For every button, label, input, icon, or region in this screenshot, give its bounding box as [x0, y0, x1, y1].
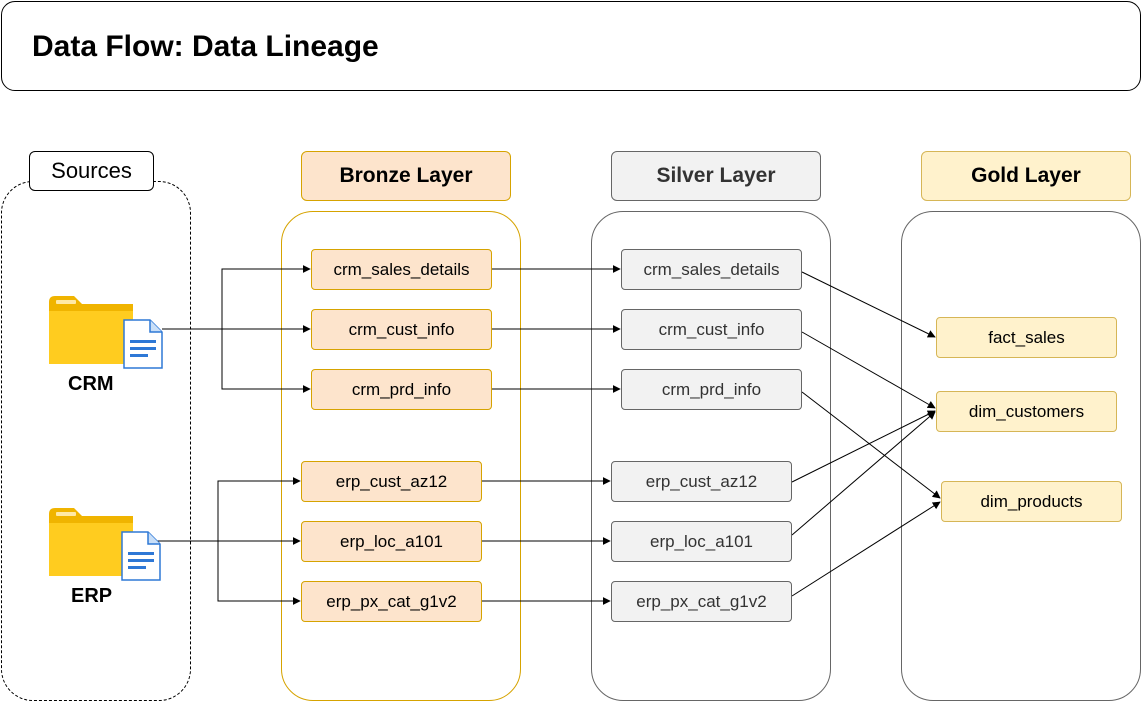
edge-erp-to-erp-px-cat-g1v2 [217, 541, 301, 605]
silver-node-crm-sales-details[interactable]: crm_sales_details [621, 249, 802, 290]
diagram-title: Data Flow: Data Lineage [32, 30, 379, 63]
edge-crm-to-crm-prd-info [221, 329, 311, 393]
silver-node-crm-prd-info[interactable]: crm_prd_info [621, 369, 802, 410]
erp-source-label: ERP [71, 585, 113, 607]
gold-layer-header: Gold Layer [921, 151, 1131, 201]
bronze-node-crm-cust-info[interactable]: crm_cust_info [311, 309, 492, 350]
edge-crm-to-crm-sales-details [221, 265, 311, 329]
gold-node-dim-customers[interactable]: dim_customers [936, 391, 1117, 432]
crm-source-label: CRM [68, 373, 114, 395]
silver-layer-header: Silver Layer [611, 151, 821, 201]
bronze-node-crm-sales-details[interactable]: crm_sales_details [311, 249, 492, 290]
bronze-node-erp-px-cat-g1v2[interactable]: erp_px_cat_g1v2 [301, 581, 482, 622]
bronze-node-erp-cust-az12[interactable]: erp_cust_az12 [301, 461, 482, 502]
crm-folder-document-icon [49, 296, 163, 369]
bronze-node-erp-loc-a101[interactable]: erp_loc_a101 [301, 521, 482, 562]
edge-silver-gold-loc-a101-dim-customers [791, 411, 936, 536]
bronze-layer-header: Bronze Layer [301, 151, 511, 201]
edge-silver-gold-sales-details-fact-sales [801, 271, 936, 338]
edge-erp-to-erp-cust-az12 [217, 477, 301, 541]
sources-header: Sources [29, 151, 154, 191]
gold-node-fact-sales[interactable]: fact_sales [936, 317, 1117, 358]
edge-silver-gold-prd-info-dim-products [801, 391, 941, 499]
gold-layer-container [901, 211, 1141, 701]
gold-node-dim-products[interactable]: dim_products [941, 481, 1122, 522]
silver-node-crm-cust-info[interactable]: crm_cust_info [621, 309, 802, 350]
silver-node-erp-loc-a101[interactable]: erp_loc_a101 [611, 521, 792, 562]
silver-node-erp-px-cat-g1v2[interactable]: erp_px_cat_g1v2 [611, 581, 792, 622]
silver-node-erp-cust-az12[interactable]: erp_cust_az12 [611, 461, 792, 502]
edge-silver-gold-px-cat-g1v2-dim-products [791, 501, 941, 597]
erp-folder-document-icon [49, 508, 161, 581]
edge-silver-gold-cust-az12-dim-customers [791, 410, 936, 483]
sources-container [1, 181, 191, 701]
title-box: Data Flow: Data Lineage [1, 1, 1141, 91]
edge-silver-gold-cust-info-dim-customers [801, 331, 936, 409]
bronze-node-crm-prd-info[interactable]: crm_prd_info [311, 369, 492, 410]
